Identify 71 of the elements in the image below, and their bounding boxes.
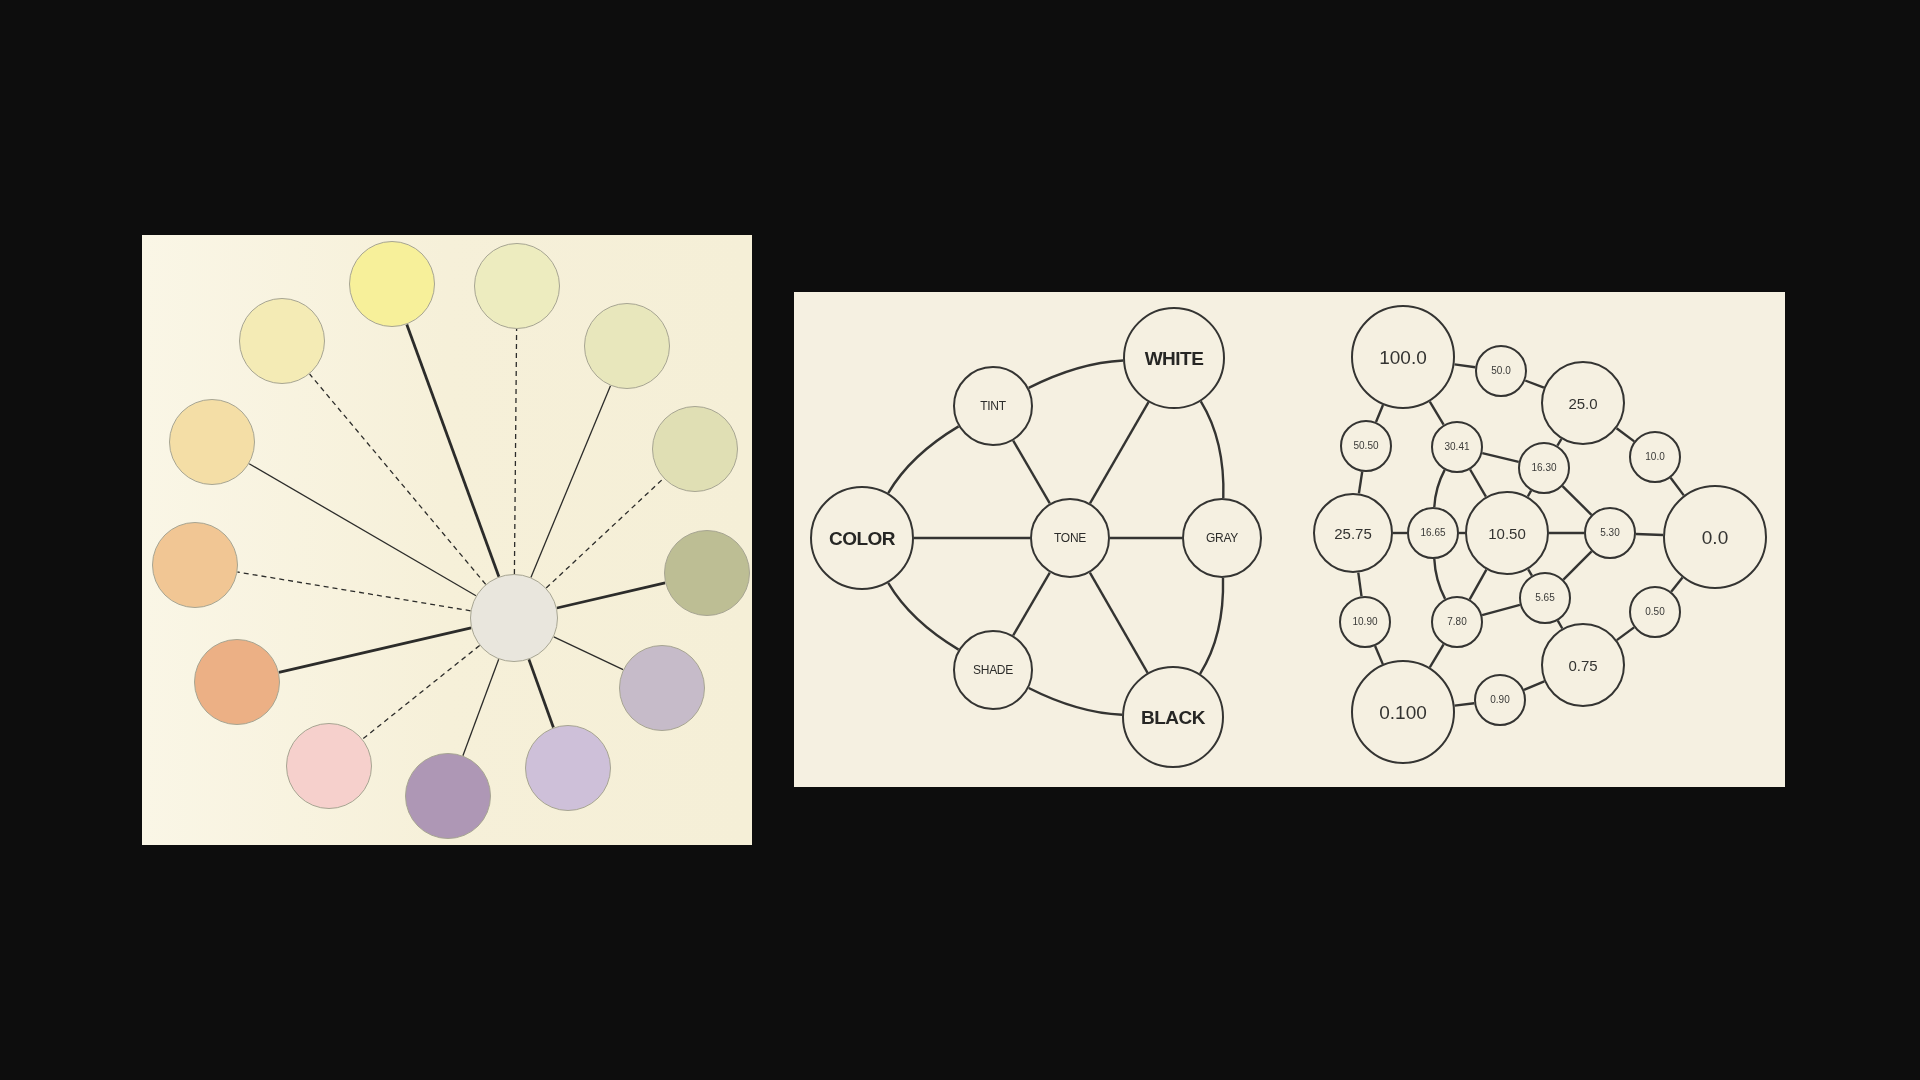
- connector-line: [405, 323, 501, 578]
- node-label: WHITE: [1144, 348, 1204, 368]
- node-label: 100.0: [1379, 347, 1427, 367]
- node-label: TONE: [1054, 532, 1086, 544]
- node-label: 5.30: [1600, 528, 1620, 538]
- connector-line: [1562, 550, 1593, 581]
- node-label: TINT: [980, 400, 1006, 412]
- connector-line: [1012, 572, 1051, 636]
- node-label: 0.75: [1568, 657, 1598, 673]
- node-label: 25.0: [1568, 395, 1598, 411]
- connector-line: [1088, 572, 1149, 674]
- connector-line: [1110, 536, 1182, 540]
- node-label: BLACK: [1141, 707, 1205, 727]
- connector-line: [530, 385, 612, 579]
- connector-line: [1428, 643, 1445, 668]
- connector-line: [513, 328, 518, 575]
- node-label: 16.30: [1531, 463, 1557, 473]
- connector-line: [527, 658, 555, 728]
- connector-line: [1199, 578, 1225, 675]
- node-label: 10.90: [1352, 617, 1378, 627]
- connector-line: [1669, 477, 1685, 497]
- connector-line: [361, 644, 481, 740]
- connector-line: [1433, 469, 1446, 508]
- connector-line: [887, 582, 960, 651]
- node-label: COLOR: [828, 528, 896, 548]
- connector-line: [1616, 626, 1635, 642]
- connector-line: [248, 463, 477, 597]
- node-label: 0.50: [1645, 607, 1665, 617]
- connector-line: [1615, 427, 1635, 443]
- connector-line: [1549, 531, 1584, 535]
- connector-line: [1028, 359, 1124, 389]
- connector-line: [1028, 686, 1123, 716]
- node-label: GRAY: [1206, 532, 1238, 544]
- node-label: 10.0: [1645, 452, 1665, 462]
- connector-line: [1670, 576, 1684, 593]
- connector-line: [1454, 363, 1476, 369]
- connector-line: [1523, 680, 1545, 691]
- connector-line: [1482, 451, 1519, 464]
- connector-line: [914, 536, 1030, 540]
- connector-line: [1357, 572, 1363, 597]
- connector-line: [1088, 401, 1150, 504]
- connector-line: [308, 373, 487, 585]
- connector-line: [1012, 440, 1051, 504]
- connector-line: [1374, 404, 1385, 423]
- connector-line: [278, 626, 472, 674]
- node-label: 0.90: [1490, 695, 1510, 705]
- node-label: 0.100: [1379, 702, 1427, 722]
- connector-line: [1635, 532, 1664, 537]
- connector-line: [887, 425, 960, 494]
- node-label: 16.65: [1420, 528, 1446, 538]
- connector-line: [462, 658, 500, 757]
- node-label: 50.50: [1353, 441, 1379, 451]
- connector-line: [1556, 620, 1564, 630]
- node-label: 10.50: [1488, 525, 1526, 541]
- node-label: 30.41: [1444, 442, 1470, 452]
- connector-line: [1454, 702, 1475, 707]
- connector-line: [1469, 468, 1487, 498]
- connector-line: [236, 571, 472, 612]
- connector-line: [1357, 471, 1364, 494]
- node-label: 50.0: [1491, 366, 1511, 376]
- node-label: 0.0: [1701, 527, 1729, 547]
- connector-line: [1428, 401, 1445, 426]
- node-label: SHADE: [973, 664, 1013, 676]
- connector-line: [1199, 400, 1225, 498]
- connector-line: [553, 636, 624, 671]
- connector-line: [1561, 485, 1593, 516]
- node-label: 5.65: [1535, 593, 1555, 603]
- node-label: 7.80: [1447, 617, 1467, 627]
- node-label: 25.75: [1334, 525, 1372, 541]
- connector-line: [545, 477, 665, 589]
- connector-line: [556, 581, 666, 610]
